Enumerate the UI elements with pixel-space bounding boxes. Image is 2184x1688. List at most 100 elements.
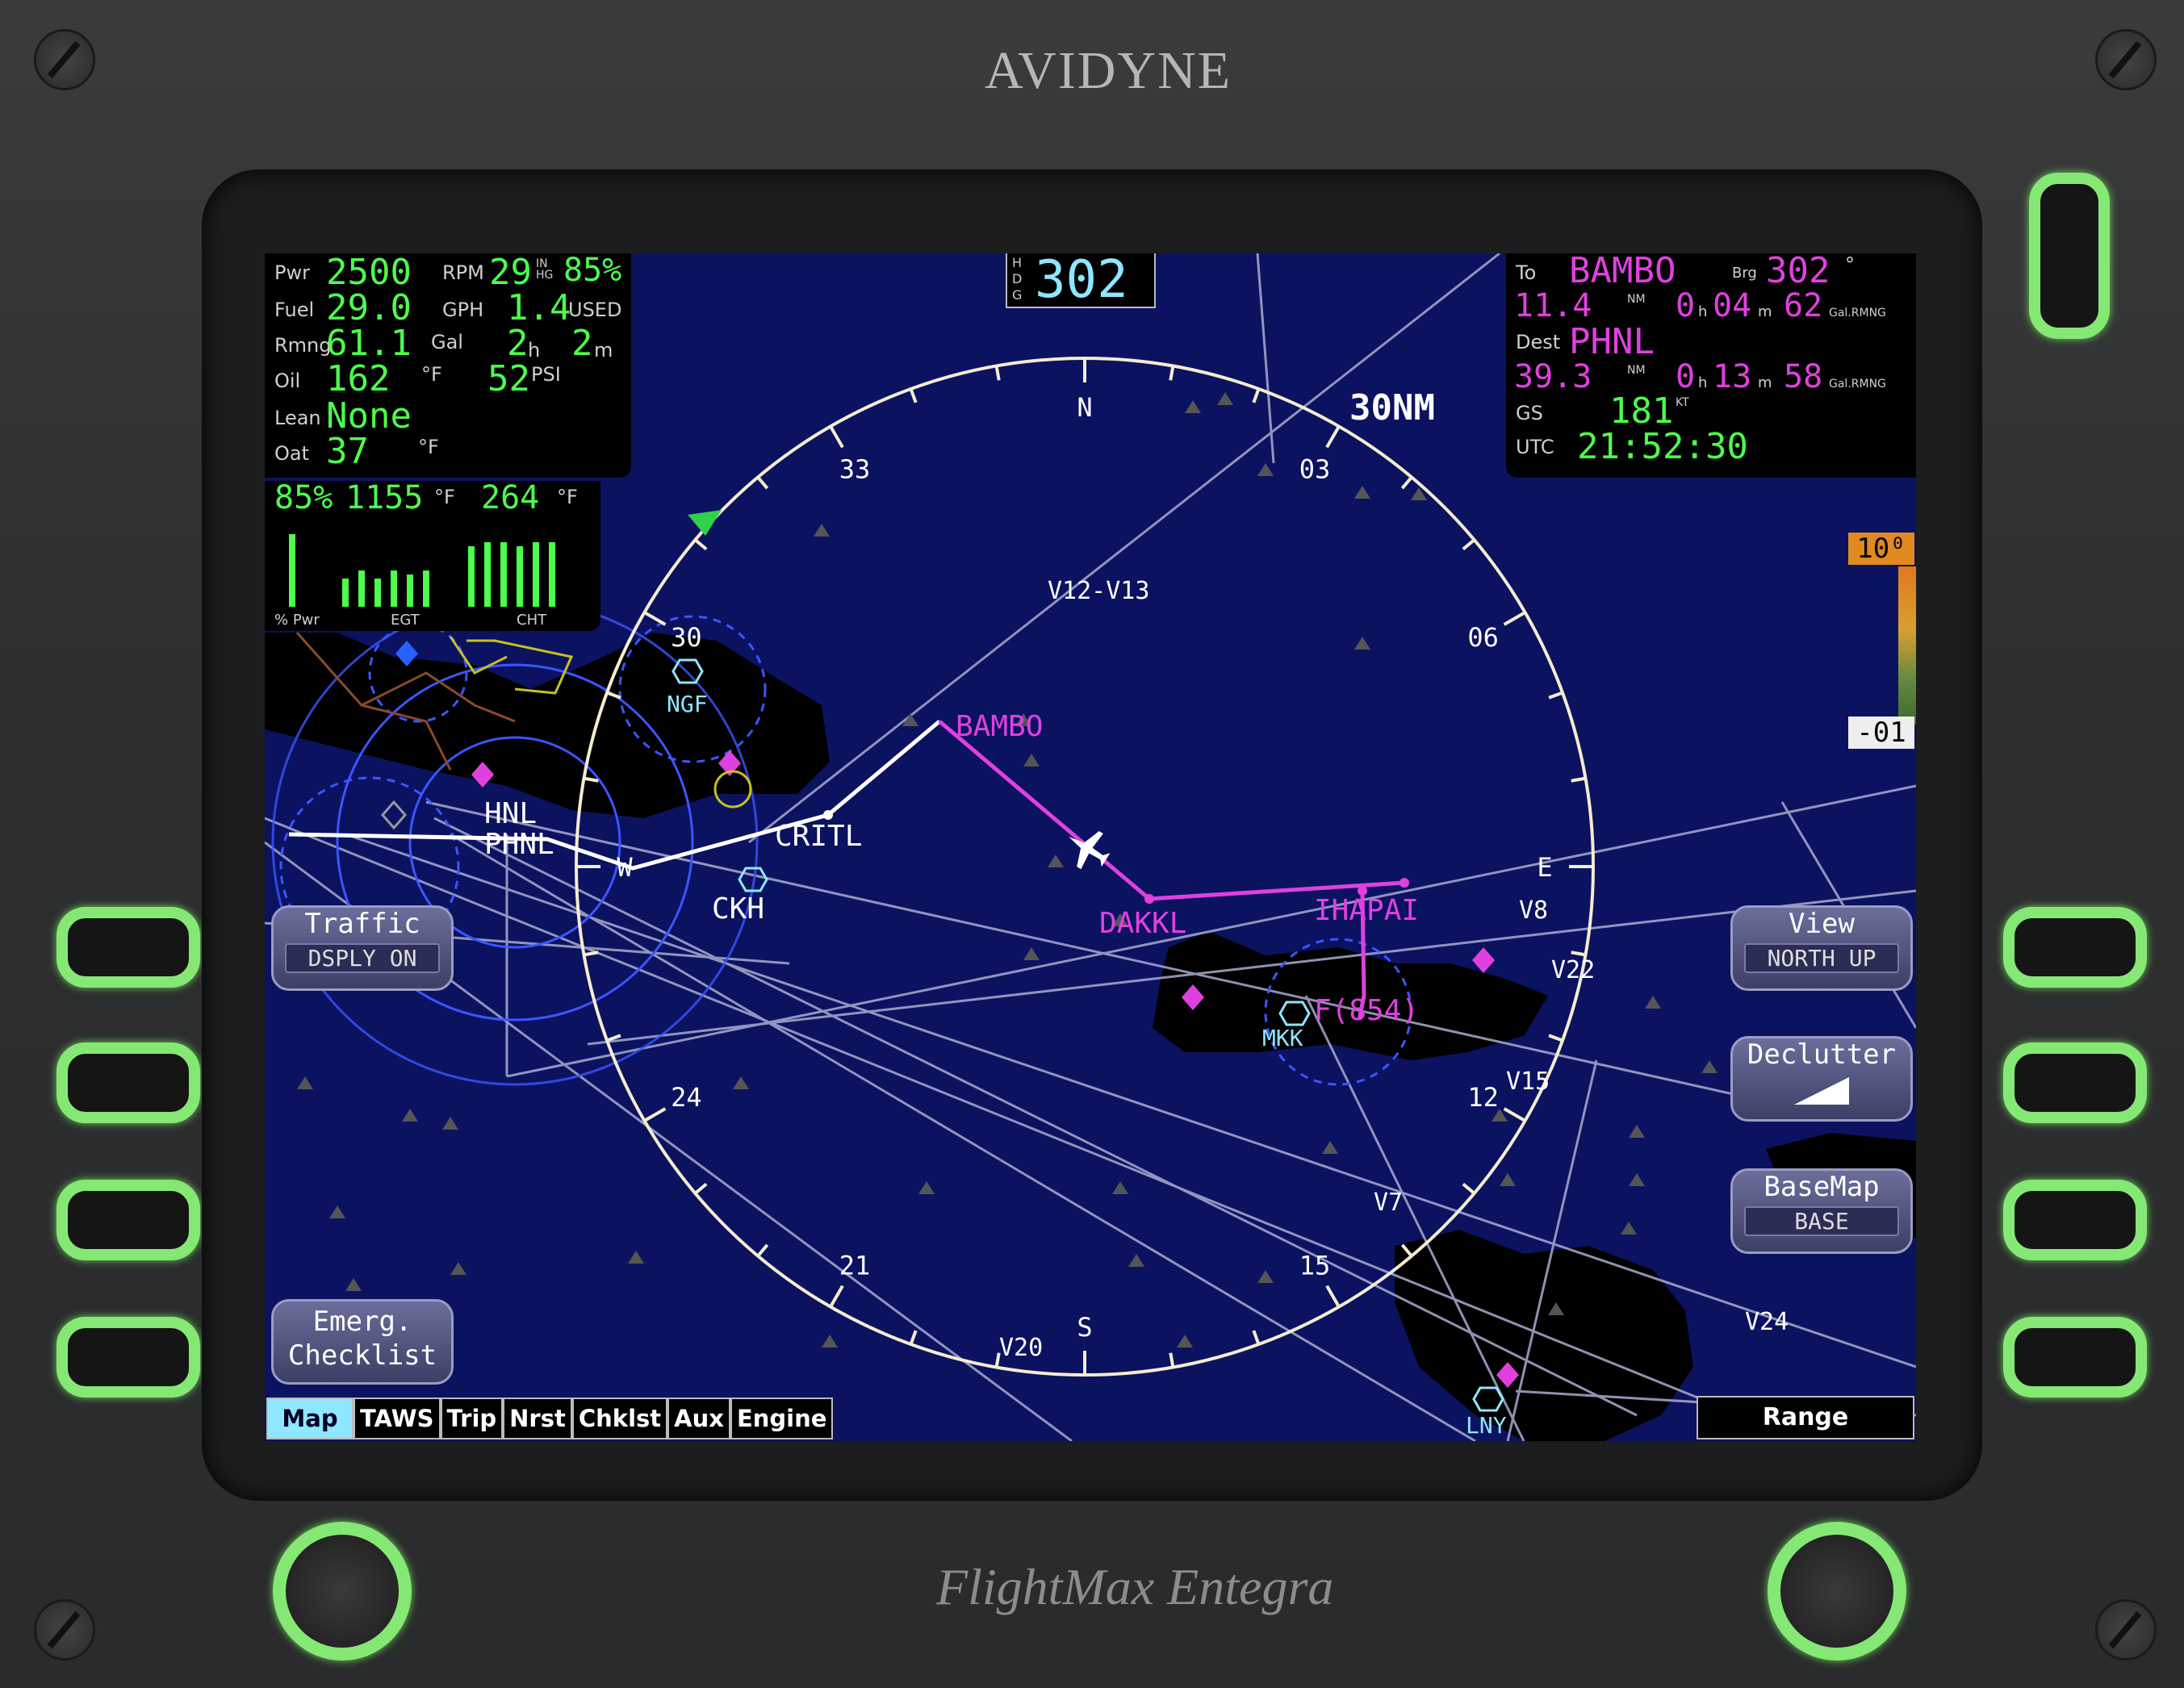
screw [2095,1599,2157,1661]
compass-tick [756,476,769,490]
right-bezel-button-4[interactable] [2003,1317,2147,1398]
waypoint-f854: F(854) [1314,994,1419,1027]
cht-bar [549,542,555,607]
compass-label: S [1077,1312,1092,1343]
checklist-line2: Checklist [287,1339,437,1372]
tab-aux[interactable]: Aux [667,1398,730,1439]
egt-bar [342,579,349,607]
rmng-hours: 2 [507,323,529,364]
compass-tick [829,1285,844,1308]
compass-label: 24 [671,1082,702,1113]
declutter-softkey[interactable]: Declutter [1730,1036,1913,1122]
airway-label: V22 [1551,956,1595,984]
compass-tick [606,691,621,700]
compass-tick [584,951,599,957]
left-bezel-button-1[interactable] [56,907,200,988]
brg-value: 302 [1766,253,1830,291]
airway-label: V12-V13 [1048,577,1149,605]
navaid-icons [672,658,1504,1412]
tab-map[interactable]: Map [266,1398,354,1439]
left-bezel-button-2[interactable] [56,1042,200,1123]
fuel-rmng-label: Gal.RMNG [1829,378,1886,391]
flight-plan-past [288,720,941,871]
right-bezel-button-2[interactable] [2003,1042,2147,1123]
bars-egt-label: EGT [391,612,420,629]
minutes-unit: m [1758,374,1772,391]
bars-cht-label: CHT [517,612,547,629]
compass-tick [584,776,599,783]
compass-tick [606,1034,621,1042]
right-bezel-button-1[interactable] [2003,907,2147,988]
compass-tick [994,366,1001,381]
airport-hnl: HNL [484,797,537,830]
to-fuel: 62 [1784,287,1823,324]
right-knob[interactable] [1768,1522,1906,1661]
waypoint-dakkl: DAKKL [1099,907,1186,940]
fuel-label: Fuel [274,299,315,321]
egt-bar [407,575,413,607]
map-unit: IN HG [536,257,554,282]
tab-trip[interactable]: Trip [440,1398,504,1439]
left-knob[interactable] [273,1522,412,1661]
cht-bar [468,546,475,607]
used-label: USED [568,299,622,321]
nav-panel: To BAMBO Brg 302 ° 11.4 NM 0 h 04 m 62 G… [1506,253,1916,478]
airport-diamonds [471,750,1519,1388]
compass-tick [1571,776,1586,783]
nm-unit: NM [1627,364,1646,377]
rpm-label: RPM [442,261,484,284]
view-softkey[interactable]: View NORTH UP [1730,905,1913,991]
compass-tick [694,1182,708,1195]
dest-hours: 0 [1676,358,1696,395]
pwr-pct: 85% [563,253,622,289]
tab-nrst[interactable]: Nrst [503,1398,572,1439]
compass-tick [756,1243,769,1257]
traffic-softkey[interactable]: Traffic DSPLY ON [271,905,454,991]
hours-unit: h [1698,303,1708,320]
terrain-scale-bottom: -01 [1848,717,1914,749]
tab-engine[interactable]: Engine [730,1398,834,1439]
tab-chklst[interactable]: Chklst [571,1398,668,1439]
terrain-scale-top: 10⁰ [1848,533,1914,565]
pwr-label: Pwr [274,261,310,284]
traffic-value: DSPLY ON [285,943,440,973]
compass-tick [994,1352,1001,1368]
compass-ticks [576,358,1593,1375]
airway-label: V15 [1506,1068,1550,1096]
right-bezel-button-3[interactable] [2003,1180,2147,1260]
terrain-color-scale [1898,566,1916,725]
navaid-mkk: MKK [1262,1025,1303,1051]
bars-pwr-label: % Pwr [274,612,320,629]
emergency-checklist-softkey[interactable]: Emerg. Checklist [271,1299,454,1385]
used-value: 1.4 [507,287,571,328]
compass-tick [643,1107,667,1122]
airway-label: V8 [1519,896,1548,925]
tab-taws[interactable]: TAWS [354,1398,441,1439]
range-button[interactable]: Range [1697,1396,1914,1439]
minutes-unit: m [1758,303,1772,320]
left-bezel-button-3[interactable] [56,1180,200,1260]
left-bezel-button-4[interactable] [56,1317,200,1398]
pwr-bar [289,534,295,607]
waypoint-critl: CRITL [775,820,862,853]
compass-tick [1548,691,1563,700]
compass-label: 03 [1299,453,1331,484]
egt-bar [358,570,365,607]
compass-tick [1462,538,1475,551]
cht-bar [517,546,523,607]
compass-tick [643,611,667,626]
compass-tick [1400,1243,1413,1257]
compass-tick [1503,611,1526,626]
basemap-label: BaseMap [1764,1171,1880,1203]
compass-label: 15 [1299,1251,1331,1281]
egt-unit: °F [434,486,455,508]
rmng-label: Rmng [274,334,332,357]
top-right-rocker[interactable] [2029,173,2110,339]
nm-unit: NM [1627,293,1646,306]
egt-bar [374,579,381,607]
basemap-softkey[interactable]: BaseMap BASE [1730,1168,1913,1254]
cht-bar [500,542,507,607]
oil-temp-unit: °F [421,363,442,386]
